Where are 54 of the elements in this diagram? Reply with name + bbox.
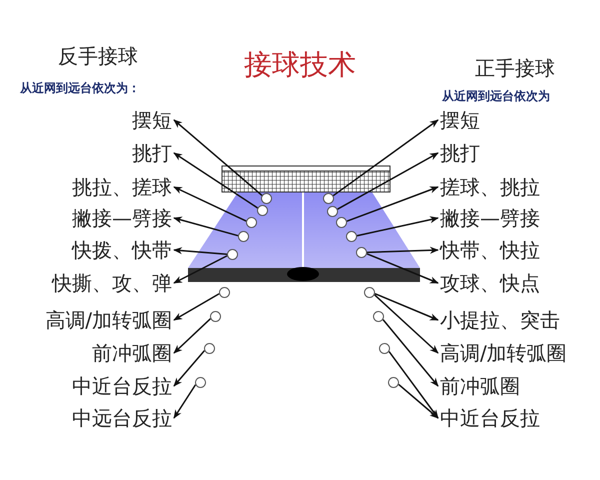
arrow xyxy=(398,384,439,419)
arrow xyxy=(173,350,206,387)
technique-label: 中近台反拉 xyxy=(72,374,172,398)
ball xyxy=(210,311,221,322)
subheading: 从近网到远台依次为： xyxy=(20,80,140,96)
arrow xyxy=(374,294,439,354)
arrow xyxy=(374,292,439,321)
ball xyxy=(195,377,206,388)
arrow xyxy=(173,247,228,256)
technique-label: 摆短 xyxy=(440,108,480,132)
arrow xyxy=(173,255,228,284)
arrow xyxy=(366,246,439,254)
technique-label: 搓球、挑拉 xyxy=(440,175,540,199)
technique-label: 前冲弧圈 xyxy=(440,374,520,398)
ball xyxy=(379,343,390,354)
arrow xyxy=(366,253,439,284)
arrow xyxy=(332,119,439,196)
arrow xyxy=(173,216,238,236)
technique-label: 攻球、快点 xyxy=(440,271,540,295)
technique-label: 快撕、攻、弹 xyxy=(52,271,172,295)
technique-label: 快拨、快带 xyxy=(72,238,172,262)
ball xyxy=(204,343,215,354)
arrow xyxy=(173,384,196,419)
technique-label: 挑打 xyxy=(440,141,480,165)
arrow xyxy=(382,319,439,387)
technique-label: 摆短 xyxy=(132,108,172,132)
title: 接球技术 xyxy=(244,48,356,82)
arrow xyxy=(173,119,262,196)
technique-label: 中近台反拉 xyxy=(440,406,540,430)
section-heading: 反手接球 xyxy=(58,44,138,68)
technique-label: 挑打 xyxy=(132,141,172,165)
technique-label: 中远台反拉 xyxy=(72,406,172,430)
technique-label: 撇接—劈接 xyxy=(72,206,172,230)
technique-label: 高调/加转弧圈 xyxy=(45,308,172,332)
technique-label: 撇接—劈接 xyxy=(440,206,540,230)
section-heading: 正手接球 xyxy=(475,56,555,80)
arrow xyxy=(173,152,258,209)
ball xyxy=(388,377,399,388)
ball xyxy=(364,287,375,298)
arrow xyxy=(346,186,439,222)
subheading: 从近网到远台依次为 xyxy=(442,88,550,104)
technique-label: 前冲弧圈 xyxy=(92,341,172,365)
arrow xyxy=(356,216,439,236)
arrow xyxy=(173,293,220,321)
arrow xyxy=(337,152,439,210)
technique-label: 挑拉、搓球 xyxy=(72,175,172,199)
technique-label: 快带、快拉 xyxy=(440,238,540,262)
arrow xyxy=(173,318,211,354)
ball xyxy=(373,311,384,322)
arrow xyxy=(173,186,247,222)
technique-label: 高调/加转弧圈 xyxy=(440,341,567,365)
technique-label: 小提拉、突击 xyxy=(440,308,560,332)
ball xyxy=(219,287,230,298)
arrow xyxy=(388,351,439,419)
